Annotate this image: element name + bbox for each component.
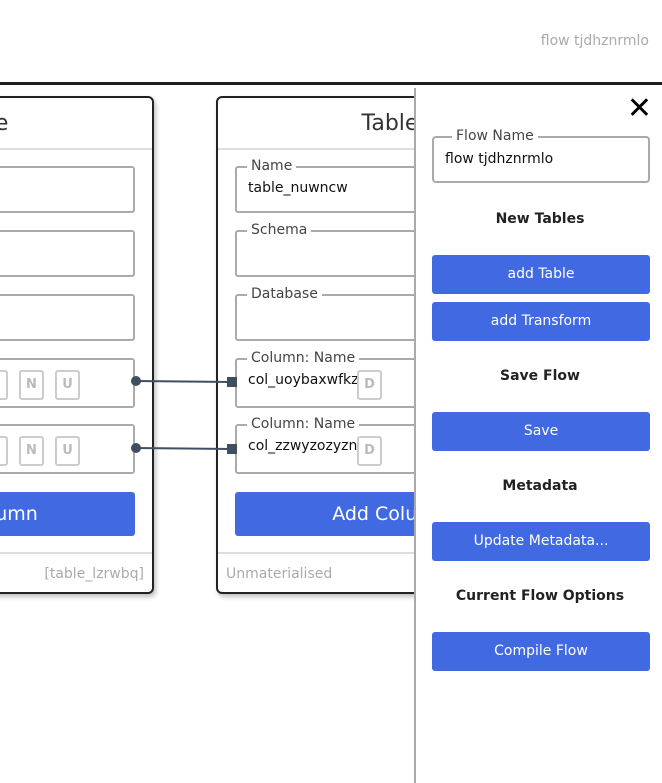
connector-source-handle[interactable] [131, 376, 141, 386]
database-field[interactable] [0, 294, 135, 341]
connector-target-handle[interactable] [227, 444, 237, 454]
connection-line[interactable] [135, 447, 233, 450]
flag-u[interactable]: U [55, 436, 80, 466]
flow-title: flow tjdhznrmlo [540, 33, 649, 49]
name-field[interactable] [0, 166, 135, 213]
connector-target-handle[interactable] [227, 377, 237, 387]
save-button[interactable]: Save [432, 412, 650, 451]
new-tables-heading: New Tables [495, 211, 585, 227]
schema-field[interactable]: Schema [235, 222, 414, 277]
field-label: Database [247, 286, 322, 302]
close-icon[interactable]: ✕ [626, 91, 652, 126]
flag-d[interactable]: D [357, 436, 382, 466]
connector-source-handle[interactable] [131, 443, 141, 453]
field-value: col_zzwyzozyzn [248, 438, 358, 454]
metadata-heading: Metadata [502, 478, 578, 494]
flow-name-field[interactable]: Flow Name flow tjdhznrmlo [432, 128, 650, 183]
side-panel: ✕ Flow Name flow tjdhznrmlo New Tables a… [414, 88, 662, 783]
field-value: flow tjdhznrmlo [445, 151, 554, 167]
connections [135, 380, 233, 450]
update-metadata-button[interactable]: Update Metadata... [432, 522, 650, 561]
column-field[interactable]: D P N U [0, 358, 135, 408]
card-title: Table [218, 98, 414, 150]
card-title: Table [0, 98, 152, 150]
field-value: col_uoybaxwfkz [248, 372, 359, 388]
add-transform-button[interactable]: add Transform [432, 302, 650, 341]
table-card-left[interactable]: Table D P N U D P N U Add Column [table_… [0, 96, 154, 594]
flow-canvas[interactable]: Table D P N U D P N U Add Column [table_… [0, 88, 414, 783]
field-value: table_nuwncw [248, 180, 348, 196]
flag-p[interactable]: P [0, 436, 8, 466]
add-table-button[interactable]: add Table [432, 255, 650, 294]
table-card-right[interactable]: Table Name table_nuwncw Schema Database … [216, 96, 414, 594]
add-column-button[interactable]: Add Column [235, 492, 414, 536]
flag-u[interactable]: U [55, 370, 80, 400]
database-field[interactable]: Database [235, 286, 414, 341]
flag-n[interactable]: N [19, 370, 44, 400]
schema-field[interactable] [0, 230, 135, 277]
flag-p[interactable]: P [0, 370, 8, 400]
field-label: Column: Name [247, 416, 360, 432]
name-field[interactable]: Name table_nuwncw [235, 158, 414, 213]
column-field[interactable]: Column: Name col_uoybaxwfkz D [235, 350, 414, 408]
connection-line[interactable] [135, 380, 233, 383]
field-label: Name [247, 158, 297, 174]
card-footer: [table_lzrwbq] [0, 552, 152, 592]
field-label: Column: Name [247, 350, 360, 366]
flow-options-heading: Current Flow Options [455, 588, 625, 604]
flag-d[interactable]: D [357, 370, 382, 400]
save-flow-heading: Save Flow [500, 368, 580, 384]
card-footer: Unmaterialised [218, 552, 414, 592]
add-column-button[interactable]: Add Column [0, 492, 135, 536]
field-label: Schema [247, 222, 312, 238]
top-bar: flow tjdhznrmlo [0, 0, 662, 85]
column-field[interactable]: Column: Name col_zzwyzozyzn D [235, 416, 414, 474]
field-label: Flow Name [452, 128, 538, 144]
compile-flow-button[interactable]: Compile Flow [432, 632, 650, 671]
flag-n[interactable]: N [19, 436, 44, 466]
